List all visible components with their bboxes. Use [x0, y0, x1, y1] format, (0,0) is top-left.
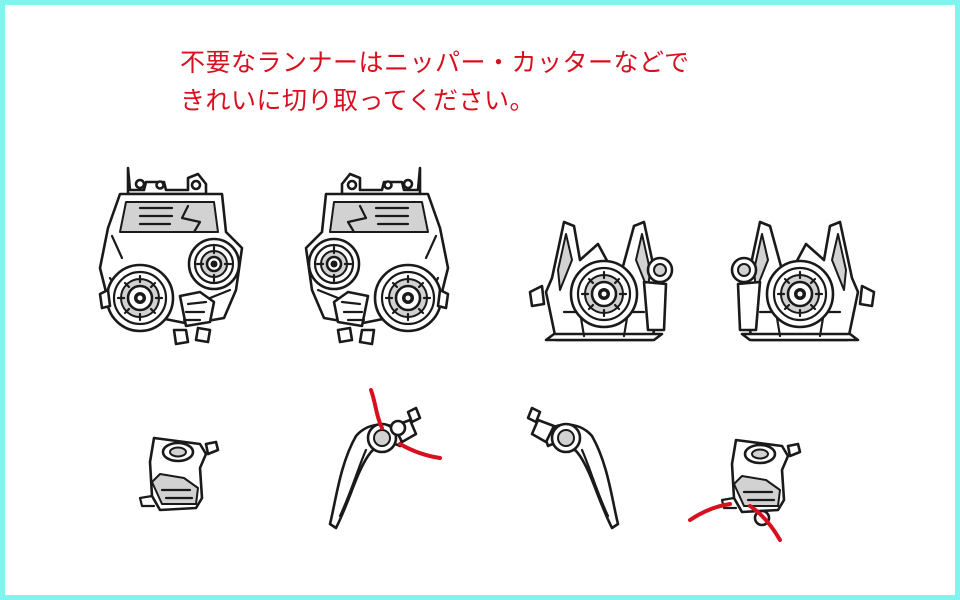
- part-upper-2: [304, 166, 450, 346]
- part-claw-2: [526, 406, 620, 530]
- instruction-line-2: きれいに切り取ってください。: [180, 86, 536, 115]
- cutting-instruction: 不要なランナーはニッパー・カッターなどで きれいに切り取ってください。: [180, 44, 800, 120]
- part-upper-4: [730, 220, 876, 342]
- cut-line-1a: [369, 388, 384, 430]
- cut-line-2a: [688, 502, 732, 522]
- cut-line-1b: [398, 442, 442, 460]
- part-claw-1: [328, 406, 422, 530]
- part-hand-1: [138, 436, 220, 512]
- part-upper-1: [98, 166, 244, 346]
- part-upper-3: [528, 220, 674, 342]
- cut-line-2b: [748, 504, 782, 542]
- instruction-line-1: 不要なランナーはニッパー・カッターなどで: [180, 48, 690, 77]
- runner-gate-1: [389, 419, 407, 437]
